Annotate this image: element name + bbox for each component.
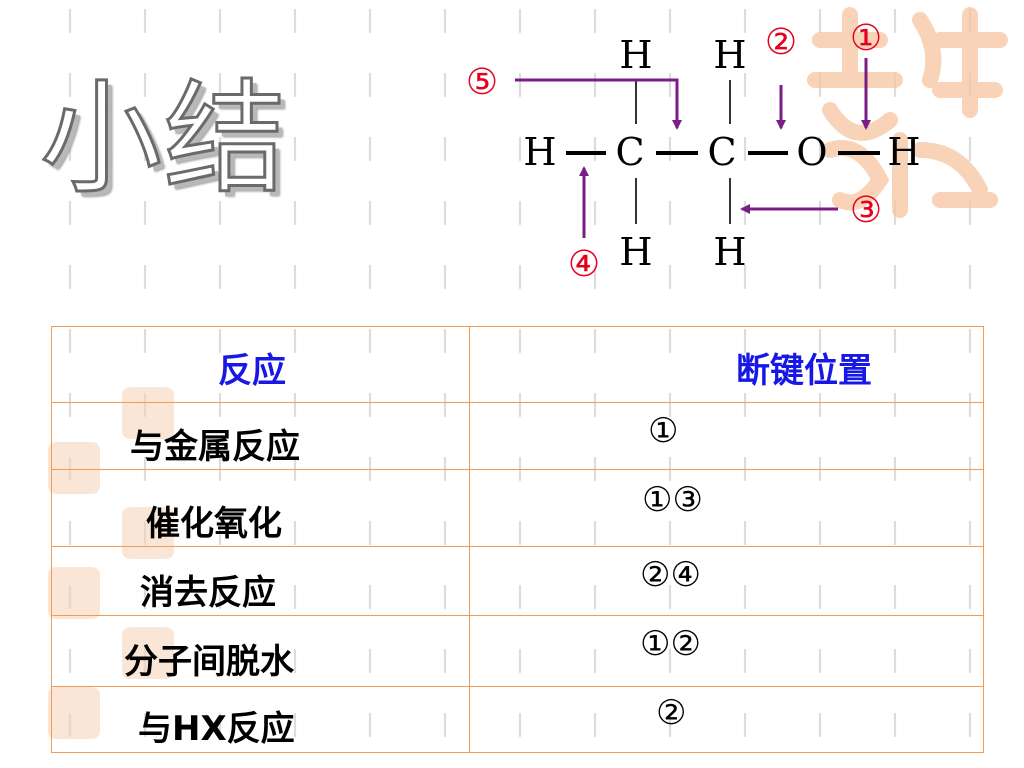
- table-header-row: 反应 断键位置: [51, 326, 984, 403]
- bond-position: ①③: [642, 480, 703, 520]
- header-reaction: 反应: [218, 351, 286, 391]
- bond-position: ②④: [640, 555, 701, 595]
- table-row: 催化氧化 ①③: [51, 469, 984, 547]
- reaction-name: 分子间脱水: [124, 642, 294, 682]
- table-row: 与HX反应 ②: [51, 686, 984, 753]
- bond-position: ①: [648, 411, 679, 451]
- ethanol-structure-diagram: H H H C C O H H H ① ② ③ ④ ⑤: [466, 18, 921, 285]
- header-cell-bond: 断键位置: [469, 326, 984, 403]
- header-bond-position: 断键位置: [736, 351, 872, 391]
- atom-o: O: [796, 130, 827, 174]
- table-row: 分子间脱水 ①②: [51, 615, 984, 687]
- marker-1: ①: [850, 18, 882, 59]
- reaction-name: 与金属反应: [130, 427, 300, 467]
- atom-c1: C: [615, 130, 644, 174]
- slide-title: 小结: [39, 68, 288, 210]
- atom-h-top-left: H: [619, 33, 652, 77]
- atom-h-top-right: H: [713, 33, 746, 77]
- reaction-name: 消去反应: [140, 573, 276, 613]
- header-cell-reaction: 反应: [51, 326, 470, 403]
- marker-3: ③: [850, 190, 882, 231]
- atom-h-left: H: [523, 130, 556, 174]
- marker-2: ②: [765, 22, 797, 63]
- table-row: 与金属反应 ①: [51, 402, 984, 470]
- table-row: 消去反应 ②④: [51, 546, 984, 616]
- bond-position: ①②: [640, 624, 701, 664]
- marker-5: ⑤: [466, 62, 498, 103]
- reaction-name: 与HX反应: [138, 709, 295, 749]
- marker-4: ④: [568, 244, 600, 285]
- bond-cleavage-table: 反应 断键位置 与金属反应 ① 催化氧化 ①③ 消去反应 ②④ 分子间脱水 ①②…: [51, 326, 984, 753]
- arrow-marker-5: [515, 78, 682, 130]
- atom-h-bottom-right: H: [713, 230, 746, 274]
- atom-h-right: H: [887, 130, 920, 174]
- atom-c2: C: [707, 130, 736, 174]
- reaction-name: 催化氧化: [146, 504, 282, 544]
- bond-position: ②: [656, 693, 687, 733]
- atom-h-bottom-left: H: [619, 230, 652, 274]
